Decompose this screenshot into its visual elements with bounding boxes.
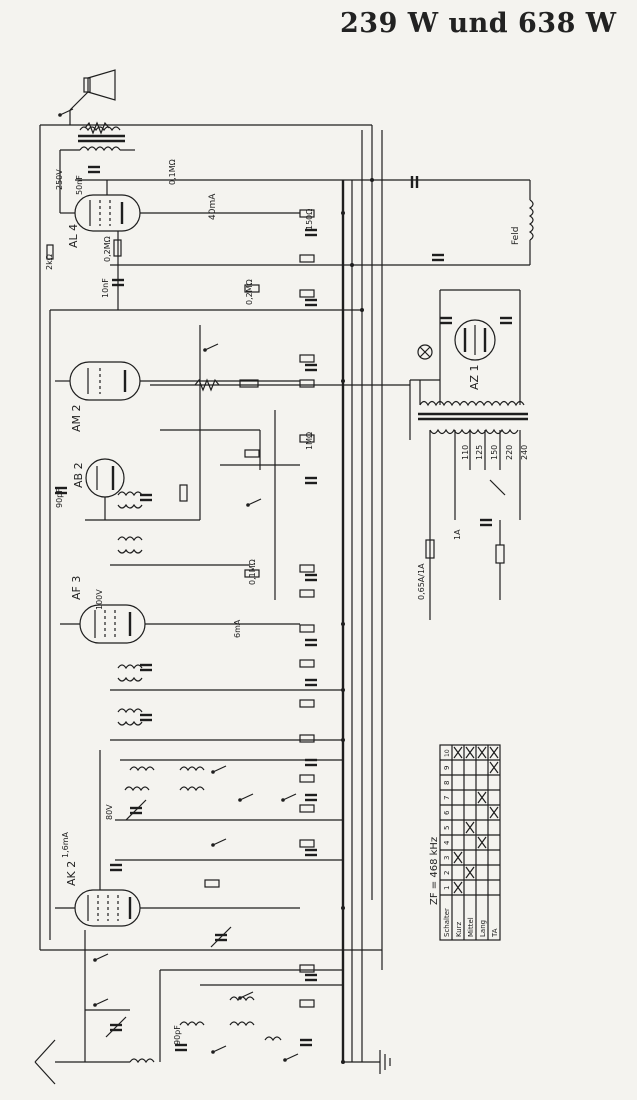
pilot-lamp (417, 344, 433, 360)
table-header: 8 (443, 781, 451, 785)
table-header: Schalter (443, 908, 451, 937)
tube-label-al4: AL 4 (67, 224, 80, 248)
table-header: 1 (443, 886, 451, 890)
current-label: 1,6mA (61, 831, 70, 858)
voltage-label: 250V (55, 169, 64, 190)
voltage-label: 80V (105, 804, 114, 820)
current-label: 6mA (233, 619, 242, 638)
table-row-label: TA (491, 928, 499, 938)
table-header: 3 (443, 856, 451, 860)
fuse-label: 0,65A/1A (417, 563, 426, 600)
tap-label: 240 (520, 445, 529, 460)
table-header: 9 (443, 766, 451, 770)
cap-value-label: 50nF (75, 175, 84, 195)
field-label: Feld (511, 227, 521, 245)
tap-label: 110 (461, 445, 470, 460)
band-switches (58, 108, 299, 1062)
ground-symbol (379, 1050, 391, 1074)
junctions (341, 178, 374, 1064)
table-header: 6 (443, 810, 451, 815)
tuning-capacitors (105, 799, 232, 1038)
tube-label-af3: AF 3 (70, 576, 83, 600)
cap-value-label: 10nF (101, 278, 110, 298)
resistor-value-label: 150Ω (305, 209, 314, 230)
table-header: 10 (444, 749, 451, 757)
tube-af3: AF 3 (70, 576, 146, 644)
current-label: 40mA (208, 193, 218, 220)
resistor-value-label: 0,2MΩ (245, 279, 254, 305)
mains-taps: 110 125 150 220 240 (461, 445, 529, 460)
antenna-symbol (34, 1039, 130, 1085)
tube-az1: AZ 1 (454, 319, 496, 390)
table-header: 2 (443, 871, 451, 875)
table-row-label: Kurz (455, 921, 463, 937)
coils (117, 491, 282, 1064)
resistor-value-label: 2kΩ (45, 254, 54, 270)
value-labels: 50nF 10nF 2kΩ 0,2MΩ 0,2MΩ 150Ω 1MΩ 0,1MΩ… (45, 159, 314, 1045)
cap-value-label: 90pF (55, 488, 64, 508)
switch-table: ZF = 468 kHz Schalter Kurz Mittel Lang T… (429, 744, 501, 941)
tap-label: 150 (490, 445, 499, 460)
tap-label: 125 (475, 445, 484, 460)
if-frequency-label: ZF = 468 kHz (429, 837, 440, 905)
table-header: 5 (443, 826, 451, 830)
tube-am2: AM 2 (69, 361, 141, 432)
fuse-label: 1A (453, 529, 462, 540)
resistor-value-label: 0,1MΩ (168, 159, 177, 185)
table-row-label: Mittel (467, 917, 475, 937)
cap-value-label: 90pF (173, 1025, 182, 1045)
capacitors (55, 165, 512, 1052)
resistor-value-label: 1MΩ (305, 432, 314, 450)
resistor-value-label: 0,2MΩ (103, 236, 112, 262)
mains-fuses: 0,65A/1A 1A (417, 479, 506, 600)
field-coil: Feld (430, 179, 534, 266)
tube-ak2: AK 2 (65, 861, 141, 927)
power-transformer (418, 289, 528, 620)
resistors (46, 121, 315, 1008)
tube-label-ak2: AK 2 (65, 861, 78, 886)
diagram-title: 239 W und 638 W (340, 8, 617, 39)
tap-label: 220 (505, 445, 514, 460)
table-header: 7 (443, 796, 451, 800)
tube-label-az1: AZ 1 (468, 364, 481, 390)
tube-ab2: AB 2 (72, 458, 125, 498)
tube-label-ab2: AB 2 (72, 462, 85, 488)
table-header: 4 (443, 840, 451, 845)
wiring (55, 149, 440, 1062)
tube-label-am2: AM 2 (70, 404, 83, 432)
resistor-value-label: 0,1MΩ (248, 559, 257, 585)
table-row-label: Lang (479, 920, 487, 937)
output-transformer (78, 126, 135, 152)
voltage-label: 100V (95, 589, 104, 610)
speaker (69, 69, 116, 125)
